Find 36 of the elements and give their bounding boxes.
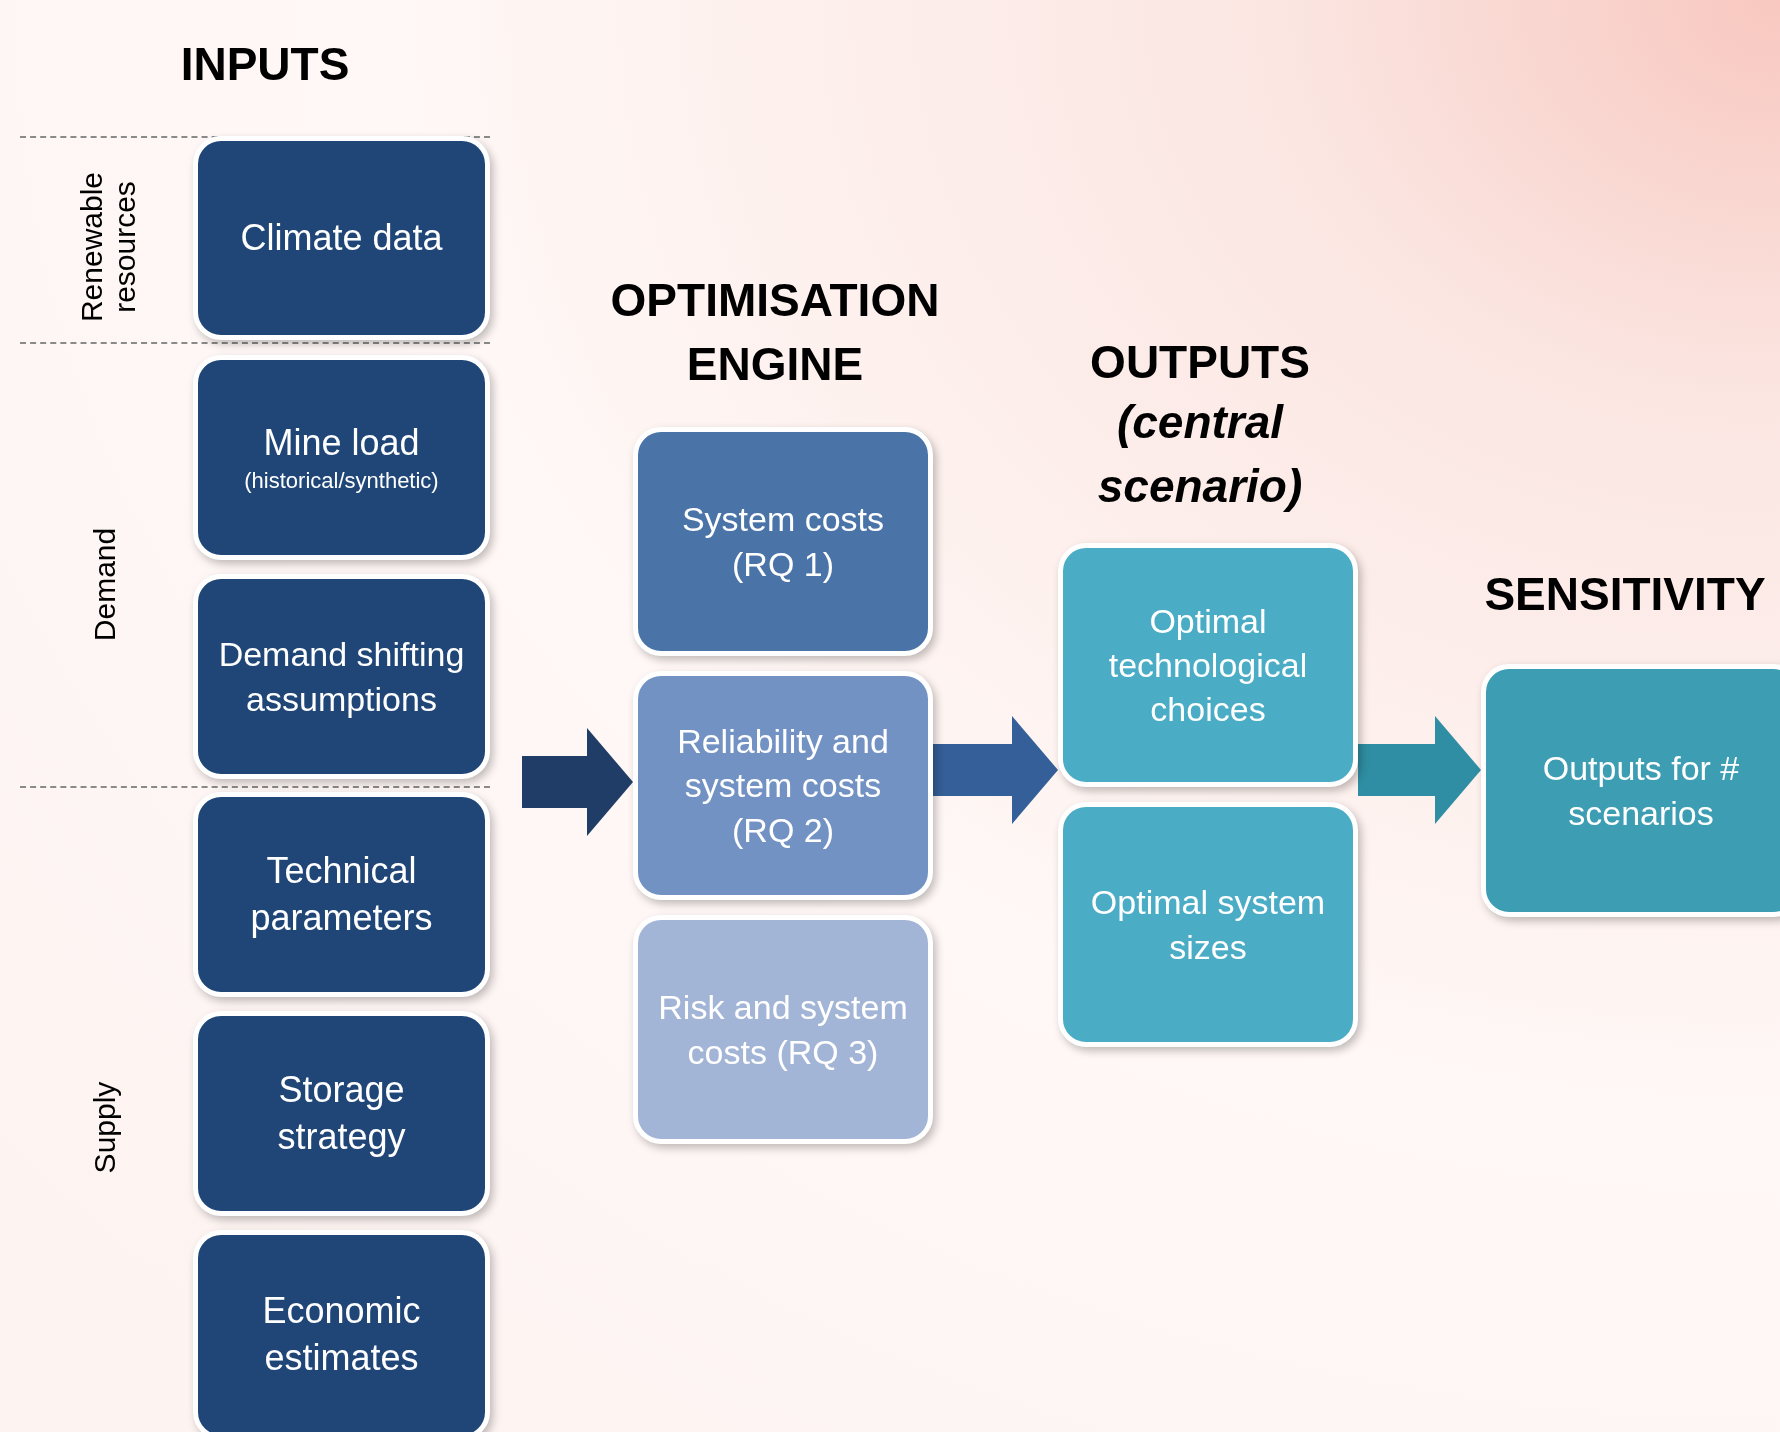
process-box bbox=[1058, 802, 1358, 1047]
block-arrow bbox=[933, 716, 1058, 824]
section-heading: OUTPUTS bbox=[1089, 335, 1311, 390]
box-text: Storage strategy bbox=[276, 1067, 407, 1159]
process-box bbox=[633, 671, 933, 900]
block-arrow bbox=[1358, 716, 1481, 824]
section-heading: (central scenario) bbox=[1096, 395, 1304, 515]
process-box bbox=[193, 1230, 490, 1432]
box-text: Mine load bbox=[263, 420, 420, 465]
side-label: Supply bbox=[86, 1080, 122, 1176]
box-text: Demand shifting assumptions bbox=[217, 634, 466, 720]
process-box bbox=[193, 1011, 490, 1216]
block-arrow bbox=[522, 728, 633, 836]
box-text: Optimal system sizes bbox=[1089, 882, 1327, 968]
process-box bbox=[1058, 543, 1358, 787]
section-heading: SENSITIVITY bbox=[1483, 567, 1767, 622]
box-text: Economic estimates bbox=[261, 1289, 422, 1380]
box-text: Optimal technological choices bbox=[1107, 600, 1309, 731]
side-label: Demand bbox=[86, 526, 122, 644]
box-text: Risk and system costs (RQ 3) bbox=[657, 987, 909, 1073]
section-heading: OPTIMISATION ENGINE bbox=[609, 273, 941, 393]
box-text: Climate data bbox=[240, 215, 443, 260]
process-box bbox=[193, 355, 490, 560]
process-box bbox=[633, 915, 933, 1144]
process-box bbox=[1481, 664, 1780, 917]
process-box bbox=[633, 427, 933, 656]
box-text: Outputs for # scenarios bbox=[1541, 748, 1741, 834]
side-label: Renewable resources bbox=[75, 170, 141, 325]
process-box bbox=[193, 574, 490, 779]
process-box bbox=[193, 136, 490, 340]
box-text: Technical parameters bbox=[249, 848, 434, 940]
process-box bbox=[193, 792, 490, 997]
box-subtext: (historical/synthetic) bbox=[244, 466, 439, 495]
box-text: System costs (RQ 1) bbox=[680, 499, 886, 585]
box-text: Reliability and system costs (RQ 2) bbox=[676, 721, 890, 851]
section-heading: INPUTS bbox=[179, 37, 351, 92]
